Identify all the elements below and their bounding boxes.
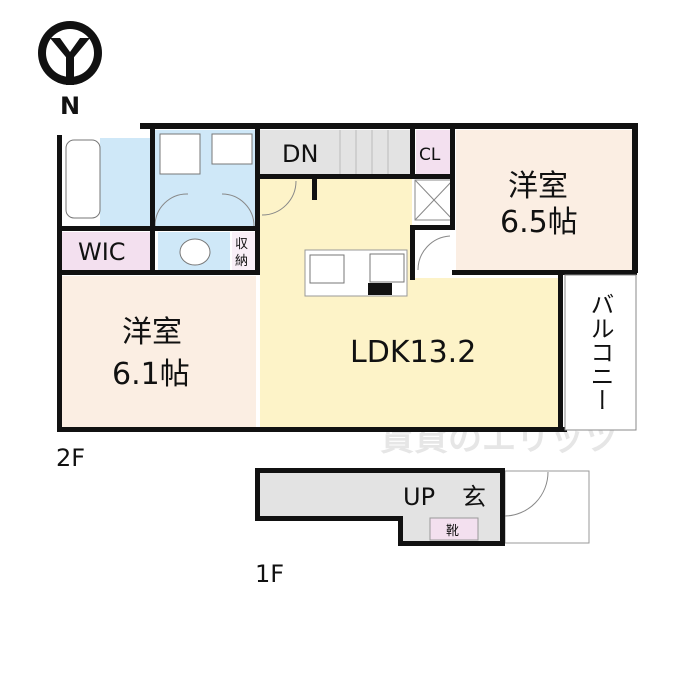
compass-label: N <box>60 92 80 120</box>
walls-1f <box>255 468 505 546</box>
sink-icon <box>309 254 345 284</box>
wic-room <box>62 232 152 270</box>
stairs-down-area <box>258 130 413 176</box>
north-compass-icon <box>38 21 102 85</box>
stairs-down-label: DN <box>282 140 318 168</box>
stairs-up-label: UP <box>403 483 435 511</box>
fridge-space <box>368 283 392 295</box>
washing-machine-icon <box>159 133 201 175</box>
shoe-cabinet <box>429 517 479 541</box>
room-label-storage-top: 収 <box>235 237 248 252</box>
entrance-door-swing <box>504 471 549 517</box>
room-label-entrance: 玄 <box>462 483 486 511</box>
door-swings <box>154 180 451 271</box>
stove-icon <box>369 253 405 283</box>
floor-label-2f: 2F <box>56 444 85 472</box>
washbasin-icon <box>211 133 253 165</box>
bathroom <box>100 138 150 226</box>
room-label-closet: CL <box>419 145 441 165</box>
storage-room <box>232 232 256 270</box>
balcony-label: バルコニー <box>586 292 614 412</box>
room-label-ldk: LDK13.2 <box>350 335 476 370</box>
floor-label-1f: 1F <box>255 560 284 588</box>
room-label-western-b: 洋室 <box>122 315 182 350</box>
room-label-wic: WIC <box>78 238 126 266</box>
walls-2f <box>57 123 638 432</box>
western-room-b <box>62 276 256 428</box>
western-room-a <box>456 130 632 272</box>
toilet-icon <box>179 238 211 266</box>
room-size-western-b: 6.1帖 <box>112 357 190 392</box>
room-label-western-a: 洋室 <box>508 169 568 204</box>
ldk-room <box>260 178 560 428</box>
balcony-area <box>564 274 637 431</box>
room-size-western-a: 6.5帖 <box>500 205 578 240</box>
bathtub-icon <box>65 139 101 219</box>
room-label-shoe: 靴 <box>446 524 459 539</box>
stair-treads <box>339 130 389 175</box>
closet-room <box>416 130 452 176</box>
room-label-storage-bottom: 納 <box>235 254 248 269</box>
